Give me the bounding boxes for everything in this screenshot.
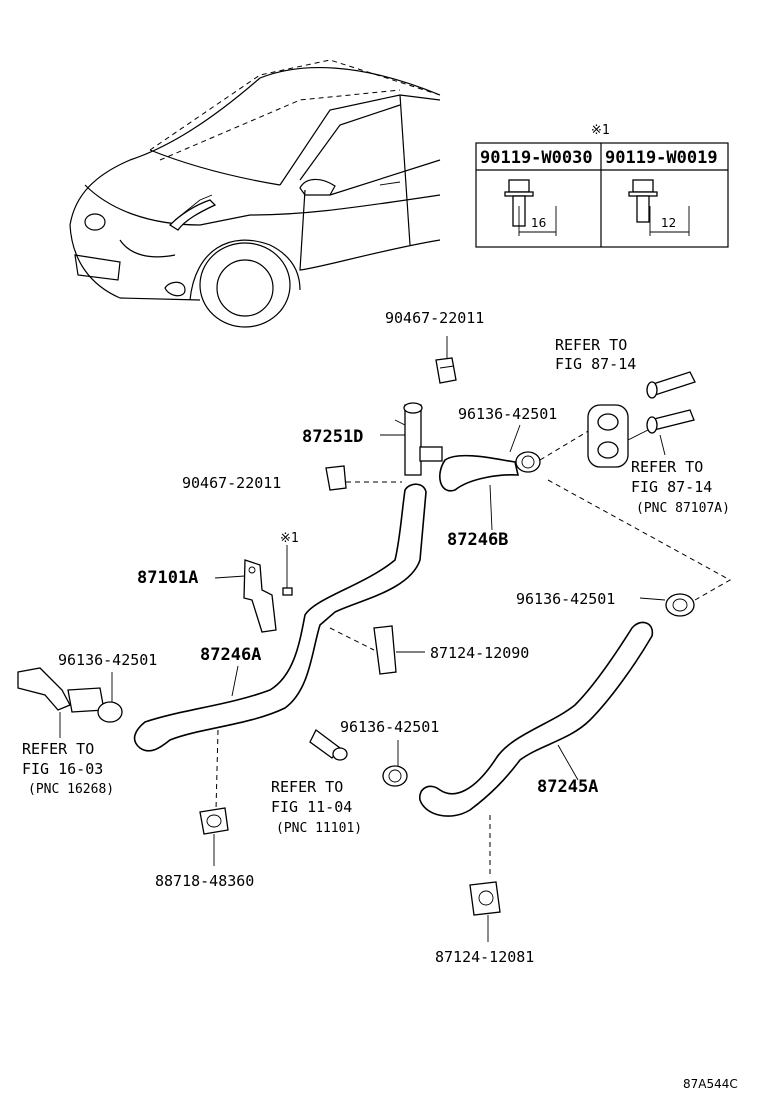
label-90467-22011-mid: 90467-22011 xyxy=(182,474,281,492)
hose-clip-90467-mid xyxy=(325,465,402,491)
label-marker-1: ※1 xyxy=(280,531,299,546)
label-87246a: 87246A xyxy=(200,645,261,665)
hose-clamp-96136-right xyxy=(547,479,732,617)
label-88718-48360: 88718-48360 xyxy=(155,872,254,890)
hose-clamp-96136-lower xyxy=(382,740,408,787)
label-87246b: 87246B xyxy=(447,530,508,550)
water-joint-87251d xyxy=(380,402,443,476)
hose-clip-87124-12090 xyxy=(329,625,425,675)
label-refer-11-04-pnc: (PNC 11101) xyxy=(276,821,362,836)
label-87245a: 87245A xyxy=(537,777,598,797)
label-90467-22011-top: 90467-22011 xyxy=(385,309,484,327)
flange-bolt-icon xyxy=(504,179,557,236)
label-refer-11-04-line2: FIG 11-04 xyxy=(271,798,352,816)
table-marker: ※1 xyxy=(591,123,610,138)
flange-bolt-icon xyxy=(628,179,690,236)
pipe-connector-left xyxy=(17,667,123,738)
label-refer-87-14-a-line2: FIG 87-14 xyxy=(555,355,636,373)
vehicle-illustration xyxy=(69,59,441,328)
hose-87245a xyxy=(419,621,654,817)
label-87251d: 87251D xyxy=(302,427,363,447)
hose-clip-90467-top xyxy=(435,336,457,384)
label-96136-42501-top: 96136-42501 xyxy=(458,405,557,423)
bracket-87101a xyxy=(214,545,293,633)
diagram-code: 87A544C xyxy=(683,1077,738,1091)
label-refer-87-14-a-line1: REFER TO xyxy=(555,336,627,354)
hose-clip-87124-12081 xyxy=(469,881,501,942)
pipe-pair xyxy=(627,371,696,456)
fastener-part-no-1: 90119-W0030 xyxy=(480,148,593,168)
label-87101a: 87101A xyxy=(137,568,198,588)
fastener-length-1: 16 xyxy=(531,216,546,230)
label-refer-87-14-b-pnc: (PNC 87107A) xyxy=(636,501,730,516)
fastener-table: ※1 90119-W0030 90119-W0019 16 12 xyxy=(475,123,729,248)
label-refer-16-03-line1: REFER TO xyxy=(22,740,94,758)
label-refer-87-14-b-line2: FIG 87-14 xyxy=(631,478,712,496)
label-87124-12081: 87124-12081 xyxy=(435,948,534,966)
label-87124-12090: 87124-12090 xyxy=(430,644,529,662)
label-96136-42501-left: 96136-42501 xyxy=(58,651,157,669)
label-96136-42501-lower: 96136-42501 xyxy=(340,718,439,736)
grommet xyxy=(587,404,629,468)
fastener-part-no-2: 90119-W0019 xyxy=(605,148,718,168)
hose-clamp-88718 xyxy=(199,807,229,866)
label-refer-87-14-b-line1: REFER TO xyxy=(631,458,703,476)
label-refer-11-04-line1: REFER TO xyxy=(271,778,343,796)
hose-87246a xyxy=(133,483,427,752)
fastener-length-2: 12 xyxy=(661,216,676,230)
label-refer-16-03-pnc: (PNC 16268) xyxy=(28,782,114,797)
pipe-11-04 xyxy=(309,729,348,761)
label-refer-16-03-line2: FIG 16-03 xyxy=(22,760,103,778)
hose-87246b xyxy=(439,454,520,492)
label-96136-42501-right: 96136-42501 xyxy=(516,590,615,608)
hose-clamp-96136-top xyxy=(509,424,541,473)
